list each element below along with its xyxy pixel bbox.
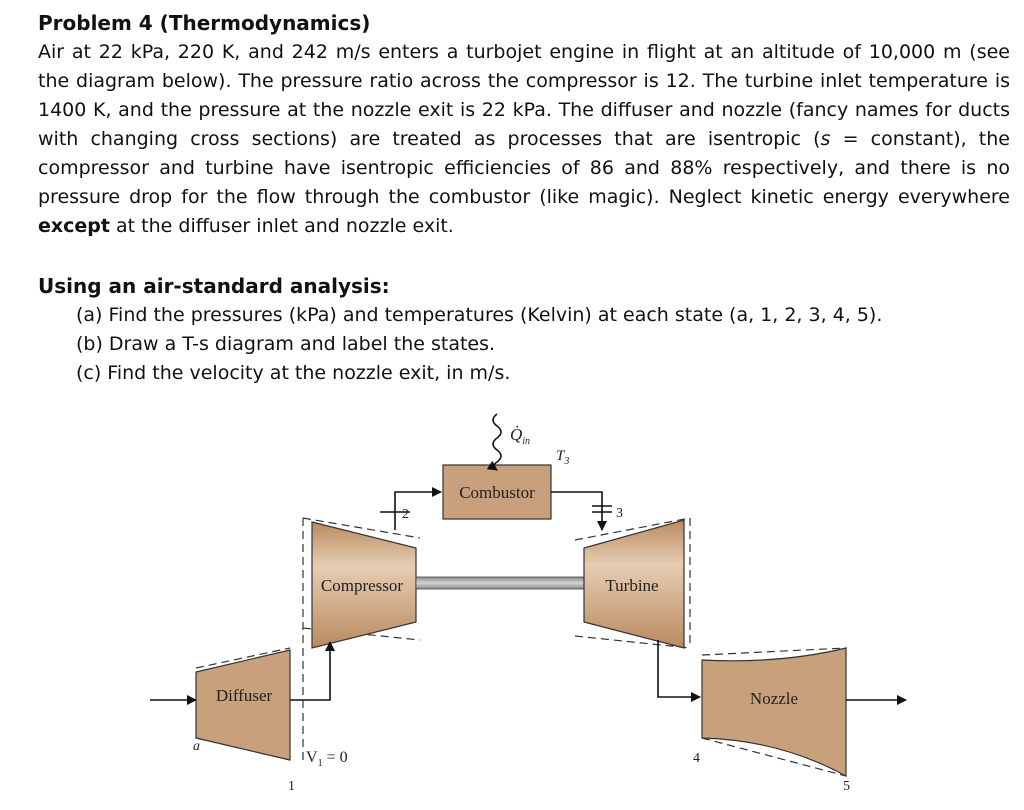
statement-emphasis: except: [38, 215, 110, 237]
statement-part-1: Air at 22 kPa, 220 K, and 242 m/s enters…: [38, 41, 1010, 150]
t3-subscript: 3: [563, 456, 569, 467]
problem-title: Problem 4 (Thermodynamics): [38, 11, 371, 35]
combustor-label: Combustor: [459, 483, 535, 502]
compressor-label: Compressor: [321, 576, 404, 595]
state-1-label: 1: [288, 779, 295, 794]
diffuser-label: Diffuser: [216, 686, 273, 705]
shaft: [415, 576, 585, 590]
v1-value: = 0: [323, 749, 348, 766]
state-3-label: 3: [616, 506, 623, 521]
turbine-block: [583, 519, 685, 649]
task-c: (c) Find the velocity at the nozzle exit…: [76, 362, 511, 384]
flow-turbine-to-nozzle: [657, 640, 701, 702]
flow-lines: [150, 413, 907, 705]
compressor-block: [311, 521, 417, 649]
v1-subscript: 1: [318, 758, 323, 769]
heat-input-label: Q̇in: [510, 425, 530, 447]
statement-part-2: = constant), the compressor and turbine …: [38, 128, 1010, 208]
diffuser-block: [195, 649, 291, 761]
flow-compressor-to-combustor: [394, 487, 442, 530]
problem-text: Problem 4 (Thermodynamics) Air at 22 kPa…: [38, 8, 1010, 388]
state-a-label: a: [193, 739, 200, 754]
state-4-label: 4: [693, 751, 700, 766]
t3-symbol: T: [556, 448, 566, 464]
entropy-symbol: s: [820, 128, 831, 150]
turbine-label: Turbine: [605, 576, 658, 595]
task-b: (b) Draw a T-s diagram and label the sta…: [76, 333, 496, 355]
state-ticks: [380, 505, 612, 513]
state-5-label: 5: [843, 779, 850, 794]
flow-diffuser-to-compressor: [290, 641, 335, 701]
combustor-block: [442, 464, 552, 520]
task-list: (a) Find the pressures (kPa) and tempera…: [38, 301, 1010, 388]
heat-input-symbol: Q̇: [510, 425, 522, 444]
flow-combustor-to-turbine: [551, 491, 607, 531]
state-2-label: 2: [402, 507, 409, 522]
heat-input-subscript: in: [522, 436, 530, 447]
statement-part-3: at the diffuser inlet and nozzle exit.: [109, 215, 454, 237]
nozzle-label: Nozzle: [750, 689, 798, 708]
analysis-heading: Using an air-standard analysis:: [38, 274, 390, 298]
turbine-inlet-temp-label: T3: [556, 448, 569, 467]
task-a: (a) Find the pressures (kPa) and tempera…: [76, 304, 883, 326]
v1-symbol: V: [306, 749, 318, 766]
problem-statement: Air at 22 kPa, 220 K, and 242 m/s enters…: [38, 38, 1010, 241]
velocity-label: V1 = 0: [306, 749, 348, 769]
heat-input-squiggle: [486, 413, 502, 471]
nozzle-block: [701, 647, 847, 778]
